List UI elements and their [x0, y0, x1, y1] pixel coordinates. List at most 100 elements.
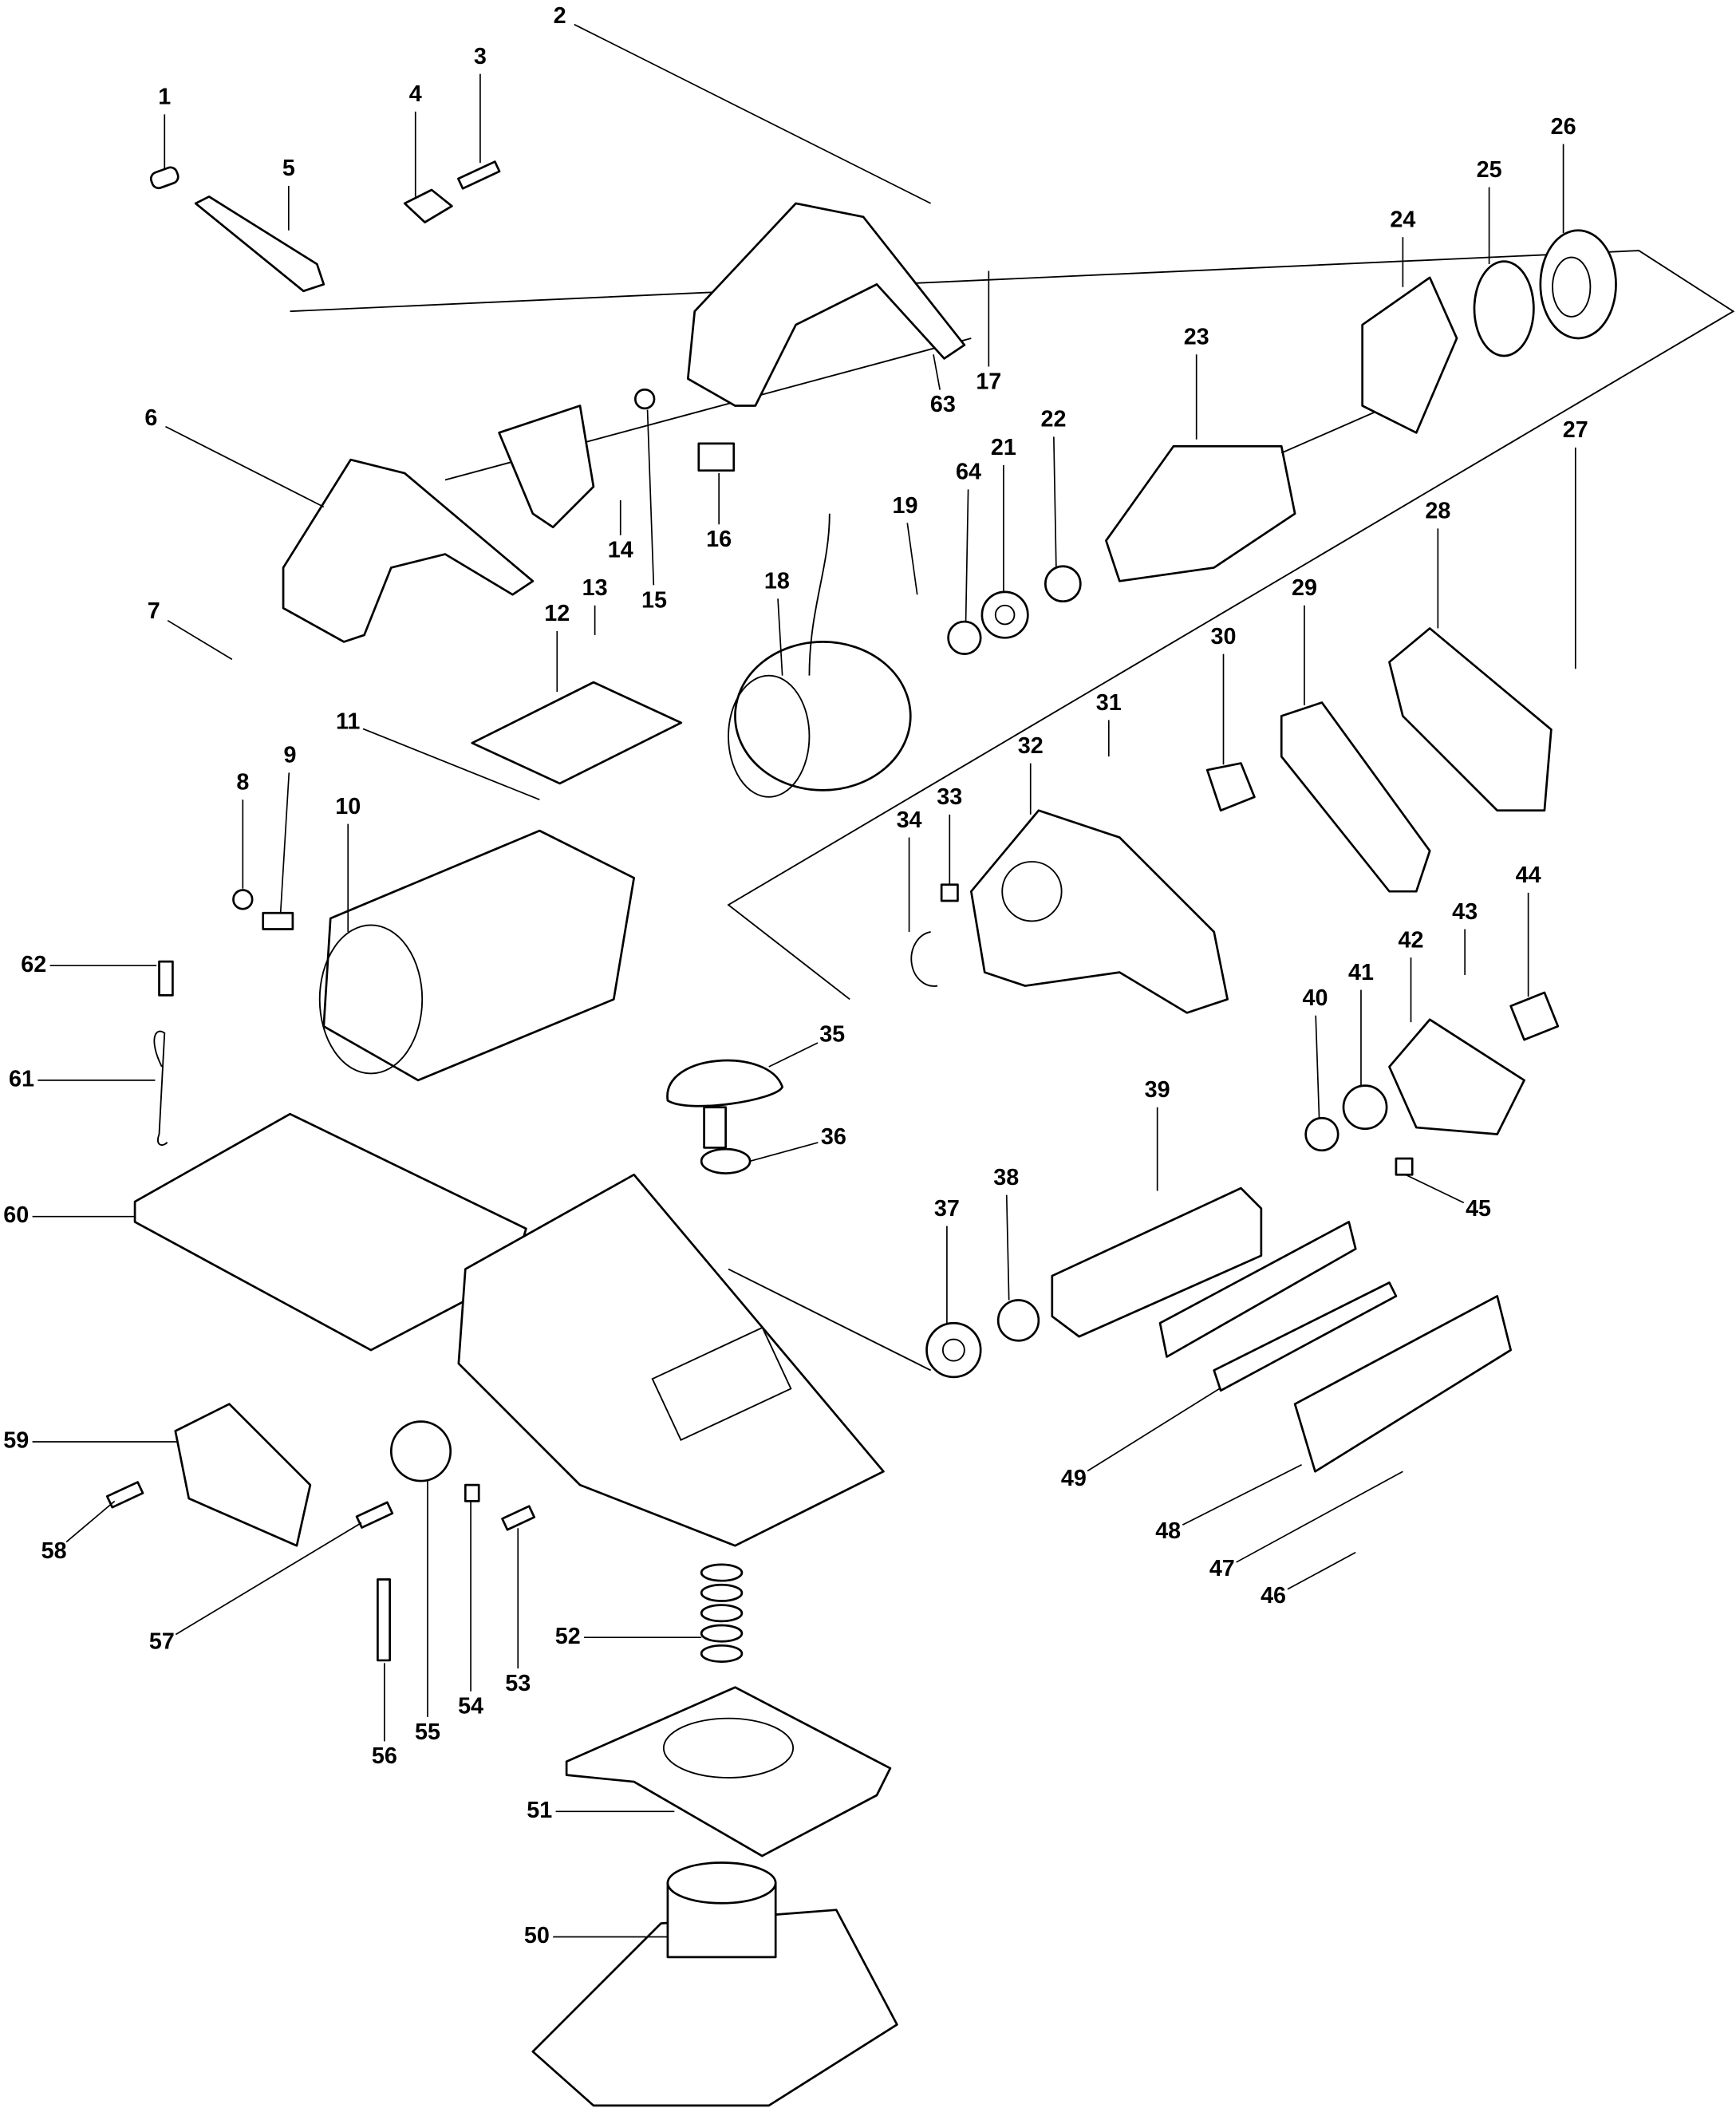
part-32-cover — [969, 809, 1229, 1014]
part-34-ring — [910, 930, 938, 987]
leader-line-48 — [1182, 1464, 1302, 1526]
part-number-label: 33 — [937, 784, 962, 810]
part-number-label: 18 — [764, 569, 790, 594]
part-number-label: 3 — [474, 44, 487, 69]
part-number-label: 28 — [1425, 499, 1450, 524]
part-number-label: 2 — [554, 3, 566, 29]
part-number-label: 22 — [1040, 407, 1066, 432]
part-number-label: 41 — [1348, 960, 1374, 985]
part-number-label: 7 — [148, 598, 160, 624]
leader-line-58 — [65, 1500, 116, 1543]
part-number-label: 5 — [282, 156, 295, 181]
part-number-label: 44 — [1516, 863, 1541, 888]
part-38-washer — [996, 1299, 1040, 1342]
leader-line-40 — [1315, 1015, 1320, 1119]
part-62-screw — [158, 960, 174, 997]
part-35-stem — [703, 1106, 727, 1149]
part-number-label: 59 — [3, 1428, 29, 1454]
leader-line-63 — [933, 354, 941, 390]
part-number-label: 49 — [1061, 1466, 1087, 1491]
part-number-label: 37 — [934, 1196, 960, 1222]
part-number-label: 9 — [284, 743, 297, 768]
part-number-label: 31 — [1096, 690, 1122, 716]
part-number-label: 39 — [1145, 1077, 1170, 1103]
part-number-label: 34 — [897, 807, 922, 833]
part-33-pin — [940, 883, 959, 902]
leader-line-45 — [1405, 1174, 1465, 1204]
part-56-bolt — [377, 1578, 391, 1662]
part-number-label: 32 — [1018, 733, 1044, 759]
part-61-hook — [153, 1030, 168, 1146]
leader-line-64 — [965, 489, 969, 622]
part-number-label: 15 — [641, 587, 667, 613]
part-57-screw — [355, 1501, 394, 1529]
part-number-label: 40 — [1303, 985, 1328, 1011]
part-30-pulley — [1205, 762, 1256, 812]
part-4-strain-relief — [403, 188, 453, 223]
part-number-label: 19 — [893, 493, 918, 519]
leader-line-46 — [1287, 1551, 1356, 1590]
part-1-sleeve — [149, 166, 180, 190]
leader-line-15 — [646, 409, 655, 586]
part-50-base — [531, 1909, 898, 2107]
part-number-label: 8 — [236, 770, 249, 795]
leader-line-38 — [1005, 1194, 1010, 1301]
part-number-label: 46 — [1261, 1583, 1286, 1609]
part-28-belt-cover — [1388, 627, 1553, 812]
parts — [105, 160, 1617, 2107]
part-number-label: 62 — [21, 952, 46, 977]
leader-line-47 — [1236, 1471, 1403, 1563]
part-18-cord — [808, 513, 831, 676]
part-9-brush-holder — [262, 911, 294, 930]
leader-line-11 — [362, 728, 540, 801]
part-40-washer — [1304, 1116, 1339, 1152]
part-number-label: 21 — [991, 435, 1016, 460]
part-number-label: 10 — [335, 794, 361, 819]
part-18-field — [734, 641, 912, 792]
part-number-label: 23 — [1184, 325, 1209, 350]
part-number-label: 13 — [582, 575, 608, 601]
part-number-label: 27 — [1563, 417, 1588, 443]
part-16-capacitor — [697, 442, 736, 472]
part-49-blade — [1158, 1221, 1357, 1358]
part-number-label: 17 — [976, 369, 1001, 394]
part-number-label: 36 — [821, 1124, 846, 1150]
part-29-belt — [1280, 701, 1431, 893]
part-number-label: 1 — [158, 85, 171, 110]
part-45-pin — [1395, 1157, 1414, 1176]
part-number-label: 48 — [1155, 1518, 1181, 1544]
part-number-label: 35 — [819, 1022, 845, 1048]
part-number-label: 53 — [505, 1671, 531, 1696]
leader-line-6 — [165, 425, 325, 508]
part-number-label: 24 — [1390, 207, 1415, 232]
part-39-drum — [1051, 1186, 1263, 1338]
part-number-label: 6 — [144, 405, 157, 431]
part-23-armature — [1105, 444, 1296, 582]
part-5-cord-guard — [194, 195, 326, 293]
part-labels: 1234567891011121314151617181921222324252… — [3, 3, 1588, 1948]
part-53-screw — [501, 1505, 536, 1531]
leader-line-57 — [175, 1522, 362, 1636]
leader-line-22 — [1053, 436, 1057, 568]
leader-line-2 — [574, 23, 931, 204]
part-26-bearing — [1539, 229, 1617, 340]
part-58-screw — [105, 1481, 144, 1509]
part-number-label: 11 — [336, 709, 360, 734]
part-number-label: 58 — [41, 1538, 67, 1564]
part-number-label: 45 — [1466, 1196, 1491, 1222]
part-number-label: 16 — [706, 527, 732, 552]
part-52-spring — [700, 1563, 744, 1663]
part-55-plate — [389, 1420, 452, 1482]
leader-line-9 — [279, 772, 290, 914]
part-35-knob — [666, 1059, 783, 1107]
leader-line-49 — [1087, 1387, 1221, 1472]
leader-line-18 — [777, 598, 783, 676]
part-25-washer — [1473, 260, 1535, 357]
part-number-label: 12 — [544, 601, 570, 626]
part-number-label: 55 — [415, 1719, 440, 1745]
part-22-washer — [1044, 565, 1082, 603]
part-number-label: 42 — [1399, 927, 1424, 953]
part-number-label: 25 — [1477, 157, 1502, 183]
part-63-handle — [686, 202, 966, 407]
